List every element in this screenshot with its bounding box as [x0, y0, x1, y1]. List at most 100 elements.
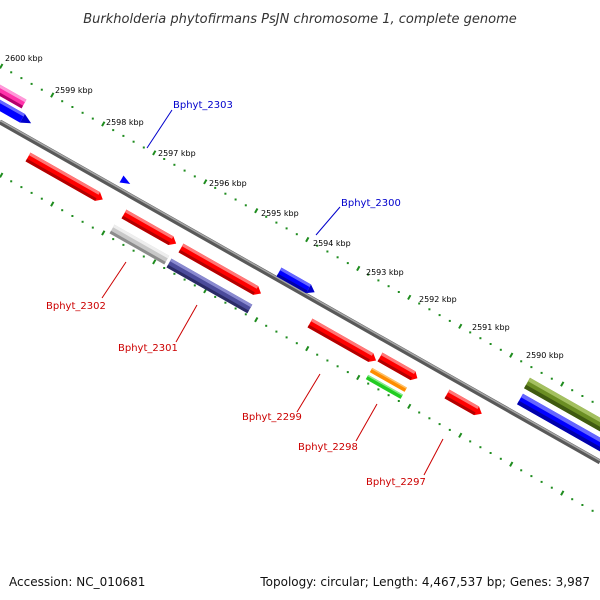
- tick-mark: [285, 227, 288, 230]
- tick-mark: [285, 336, 288, 339]
- tick-mark: [346, 371, 349, 374]
- tick-mark: [591, 509, 594, 512]
- gene-label-bphyt-2302: Bphyt_2302: [46, 301, 106, 312]
- tick-mark: [50, 201, 55, 207]
- tick-mark: [499, 348, 502, 351]
- tick-mark: [418, 411, 421, 414]
- gene-red-feature-left: [25, 152, 103, 201]
- tick-mark: [305, 345, 310, 352]
- tick-mark: [479, 337, 482, 340]
- tick-mark: [275, 221, 278, 224]
- gene-red-feature-2301: [178, 243, 261, 295]
- kbp-label: 2599 kbp: [55, 86, 93, 95]
- leader-lines: [101, 109, 444, 476]
- tick-mark: [336, 256, 339, 259]
- tick-mark: [326, 250, 329, 253]
- leader-line-2302: [101, 261, 127, 299]
- tick-mark: [265, 215, 268, 218]
- gene-label-bphyt-2300: Bphyt_2300: [341, 198, 401, 209]
- tick-mark: [275, 330, 278, 333]
- tick-mark: [509, 352, 514, 358]
- tick-mark: [581, 504, 584, 506]
- kbp-label: 2595 kbp: [261, 209, 299, 218]
- tick-mark: [0, 63, 4, 69]
- kbp-label: 2590 kbp: [526, 351, 564, 360]
- tick-mark: [254, 316, 259, 323]
- tick-mark: [224, 192, 227, 195]
- tick-mark: [530, 475, 533, 478]
- tick-mark: [418, 302, 421, 305]
- tick-mark: [438, 423, 441, 426]
- tick-mark: [61, 209, 64, 212]
- kbp-label: 2592 kbp: [419, 295, 457, 304]
- tick-mark: [71, 106, 74, 108]
- kbp-label: 2593 kbp: [366, 268, 404, 277]
- tick-mark: [346, 262, 349, 265]
- accession-text: Accession: NC_010681: [9, 575, 145, 589]
- tick-mark: [397, 291, 400, 293]
- tick-mark: [152, 150, 157, 156]
- gene-labels: Bphyt_2303 Bphyt_2300 Bphyt_2302 Bphyt_2…: [46, 100, 426, 488]
- tick-mark: [0, 172, 4, 178]
- leader-line-2299: [296, 373, 321, 413]
- tick-mark: [81, 220, 84, 223]
- tick-mark: [214, 186, 217, 189]
- gene-red-feature-2298a: [377, 352, 418, 381]
- leader-line-2298: [355, 403, 378, 442]
- tick-mark: [520, 469, 523, 472]
- tick-mark: [10, 71, 13, 74]
- tick-mark: [448, 428, 451, 431]
- gene-label-bphyt-2298: Bphyt_2298: [298, 442, 358, 453]
- tick-mark: [193, 284, 196, 287]
- kbp-scale-labels: 2600 kbp 2599 kbp 2598 kbp 2597 kbp 2596…: [5, 54, 564, 360]
- tick-mark: [20, 77, 23, 80]
- kbp-label: 2596 kbp: [209, 179, 247, 188]
- gene-orange-feature: [369, 367, 408, 392]
- tick-mark: [469, 440, 472, 443]
- tick-mark: [30, 82, 33, 85]
- leader-line-2303: [146, 109, 173, 149]
- gene-blue-feature-topleft: [0, 94, 32, 124]
- tick-mark: [163, 267, 166, 269]
- tick-mark: [591, 400, 594, 403]
- tick-mark: [101, 230, 106, 236]
- gene-label-bphyt-2303: Bphyt_2303: [173, 100, 233, 111]
- tick-mark: [428, 417, 431, 420]
- gene-pink-feature: [0, 70, 27, 109]
- tick-mark: [499, 457, 502, 460]
- leader-line-2301: [175, 304, 198, 343]
- tick-mark: [234, 307, 237, 310]
- tick-mark: [295, 233, 298, 236]
- tick-mark: [295, 342, 298, 345]
- tick-mark: [132, 249, 135, 252]
- kbp-label: 2600 kbp: [5, 54, 43, 63]
- tick-mark: [40, 88, 43, 91]
- tick-mark: [224, 301, 227, 304]
- tick-rows: [0, 63, 594, 512]
- tick-mark: [214, 295, 217, 298]
- tick-mark: [316, 244, 319, 247]
- tick-mark: [20, 186, 23, 189]
- tick-mark: [81, 111, 84, 114]
- kbp-label: 2591 kbp: [472, 323, 510, 332]
- tick-mark: [61, 100, 64, 103]
- topology-text: Topology: circular; Length: 4,467,537 bp…: [259, 575, 590, 589]
- gene-label-bphyt-2297: Bphyt_2297: [366, 477, 426, 488]
- map-title: Burkholderia phytofirmans PsJN chromosom…: [83, 12, 517, 27]
- tick-mark: [40, 197, 43, 200]
- tick-mark: [479, 446, 482, 449]
- tick-mark: [509, 461, 514, 467]
- tick-mark: [387, 394, 390, 397]
- tick-mark: [142, 255, 145, 258]
- tick-mark: [387, 285, 390, 288]
- tick-mark: [234, 198, 237, 201]
- genome-backbone: [0, 119, 600, 465]
- tick-mark: [458, 432, 463, 438]
- tick-mark: [203, 179, 208, 185]
- gene-bphyt-2299: [307, 318, 377, 362]
- tick-mark: [438, 314, 441, 317]
- tick-mark: [183, 169, 186, 172]
- tick-mark: [336, 365, 339, 368]
- gene-blue-feature-right: [517, 393, 600, 459]
